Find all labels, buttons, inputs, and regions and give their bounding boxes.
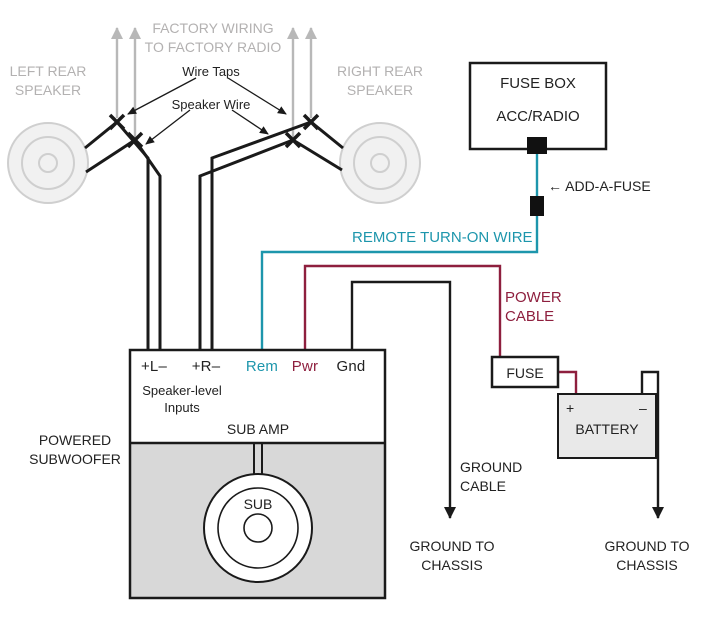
ground-right-line1: GROUND TO (604, 538, 690, 554)
speaker-wire-pointer-left (145, 109, 191, 145)
powered-subwoofer-label: POWERED SUBWOOFER (15, 431, 135, 469)
tapped-speaker-wire-L1 (115, 121, 150, 350)
sub-surround-ring (217, 487, 299, 569)
ground-to-chassis-right-label: GROUND TO CHASSIS (597, 537, 697, 575)
battery-plus-terminal: + (566, 400, 575, 416)
right-speaker-line2: SPEAKER (346, 82, 414, 98)
speaker-wire-label: Speaker Wire (171, 97, 251, 112)
amp-outline (128, 348, 387, 600)
tapped-speaker-wire-R2 (198, 138, 294, 350)
speaker-center-cap (370, 153, 390, 173)
amp-terminal-remote: Rem (245, 358, 279, 375)
power-cable-line2: CABLE (505, 308, 555, 325)
right-speaker-wire (292, 138, 343, 172)
label-pointer-arrows (127, 77, 287, 145)
speaker-level-line1: Speaker-level (142, 383, 222, 398)
power-cable-label: POWER CABLE (505, 288, 562, 326)
add-a-fuse-holder (530, 196, 544, 216)
ground-left-line1: GROUND TO (409, 538, 495, 554)
add-a-fuse-label: ← ADD-A-FUSE (548, 178, 651, 194)
ground-to-chassis-left-label: GROUND TO CHASSIS (402, 537, 502, 575)
wire-tap-mark (108, 113, 126, 131)
battery-ground-path (640, 370, 664, 519)
wire-tap-mark (302, 113, 320, 131)
left-speaker-line2: SPEAKER (14, 82, 82, 98)
right-speaker-line1: RIGHT REAR (336, 63, 424, 79)
tapped-speaker-wire-R1 (210, 120, 312, 350)
fuse-box-outline (468, 61, 608, 151)
right-rear-speaker-label: RIGHT REAR SPEAKER (330, 62, 430, 100)
sub-dust-cap (243, 513, 273, 543)
wire-taps-pointer-left (127, 77, 197, 115)
wire-tap-mark (126, 131, 144, 149)
fuse-to-battery-path (558, 370, 578, 394)
amp-terminal-left-input: +L– (140, 358, 168, 375)
amp-terminal-right-input: +R– (191, 358, 221, 375)
speaker-level-inputs-label: Speaker-level Inputs (122, 382, 242, 416)
ground-right-line2: CHASSIS (616, 557, 678, 573)
factory-wiring-line2: TO FACTORY RADIO (144, 39, 282, 55)
power-cable-path (303, 264, 502, 357)
ground-cable-path (350, 280, 456, 519)
amp-terminal-power: Pwr (291, 358, 319, 375)
speaker-cone-ring (21, 136, 75, 190)
ground-cable-label: GROUND CABLE (460, 458, 522, 496)
speaker-center-cap (38, 153, 58, 173)
inline-fuse-label: FUSE (506, 365, 544, 381)
tapped-speaker-wire-L2 (133, 139, 162, 350)
factory-wiring-label: FACTORY WIRING TO FACTORY RADIO (130, 19, 296, 57)
inline-fuse-outline (490, 355, 560, 389)
amp-terminal-ground: Gnd (336, 358, 366, 375)
left-speaker-wire (85, 138, 136, 174)
right-rear-speaker-icon (339, 122, 421, 204)
fuse-box-connector (527, 137, 547, 154)
power-cable-line1: POWER (505, 289, 562, 306)
left-rear-speaker-label: LEFT REAR SPEAKER (0, 62, 98, 100)
wire-tap-marks (108, 113, 320, 149)
battery-minus-terminal: – (639, 400, 647, 416)
factory-wiring-line1: FACTORY WIRING (152, 20, 274, 36)
wire-taps-pointer-right (227, 77, 287, 115)
fuse-box-circuit-label: ACC/RADIO (496, 108, 580, 125)
remote-turn-on-wire-label: REMOTE TURN-ON WIRE (352, 229, 533, 246)
battery-label: BATTERY (575, 421, 639, 437)
powered-subwoofer-line1: POWERED (38, 432, 112, 448)
factory-wiring-arrows (111, 27, 317, 138)
sub-driver-label: SUB (243, 496, 273, 512)
powered-subwoofer-line2: SUBWOOFER (29, 451, 121, 467)
ground-cable-line1: GROUND (460, 459, 523, 475)
sub-amp-label: SUB AMP (226, 421, 290, 437)
wire-tap-mark (284, 131, 302, 149)
ground-left-line2: CHASSIS (421, 557, 483, 573)
ground-cable-line2: CABLE (460, 478, 506, 494)
speaker-level-line2: Inputs (164, 400, 200, 415)
left-rear-speaker-icon (7, 122, 89, 204)
speaker-cone-ring (353, 136, 407, 190)
speaker-wire-pointer-right (231, 109, 269, 135)
fuse-box-title: FUSE BOX (500, 75, 576, 92)
wire-taps-label: Wire Taps (182, 64, 240, 79)
battery-outline (557, 393, 657, 459)
subwoofer-driver (203, 444, 313, 583)
left-speaker-line1: LEFT REAR (9, 63, 87, 79)
